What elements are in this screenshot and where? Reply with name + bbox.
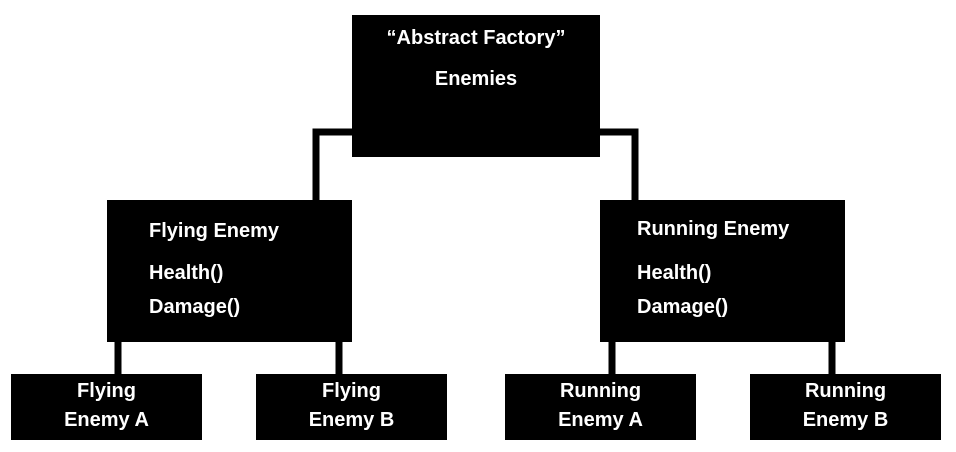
running-enemy-health-method: Health() <box>637 262 712 284</box>
leaf-label-line1: Flying <box>77 380 136 402</box>
flying-enemy-health-method: Health() <box>149 262 224 284</box>
leaf-label-line1: Running <box>804 380 887 402</box>
running-enemy-b-box: Running Enemy B <box>750 374 941 440</box>
connector-root-to-flying <box>312 128 352 202</box>
running-enemy-title: Running Enemy <box>637 218 790 240</box>
leaf-label-line1: Running <box>559 380 642 402</box>
leaf-label-line2: Enemy A <box>64 409 149 431</box>
leaf-label-line2: Enemy B <box>802 409 889 431</box>
flying-enemy-damage-method: Damage() <box>149 296 241 318</box>
flying-enemy-title: Flying Enemy <box>149 220 280 242</box>
leaf-label-line1: Flying <box>322 380 381 402</box>
connector-root-to-running <box>600 128 639 202</box>
running-enemy-damage-method: Damage() <box>637 296 729 318</box>
abstract-factory-title: “Abstract Factory” <box>386 27 566 49</box>
abstract-factory-subtitle: Enemies <box>434 68 518 90</box>
flying-enemy-a-box: Flying Enemy A <box>11 374 202 440</box>
abstract-factory-box: “Abstract Factory” Enemies <box>352 15 600 157</box>
leaf-label-line2: Enemy A <box>558 409 643 431</box>
flying-enemy-box: Flying Enemy Health() Damage() <box>107 200 352 342</box>
flying-enemy-b-box: Flying Enemy B <box>256 374 447 440</box>
running-enemy-box: Running Enemy Health() Damage() <box>600 200 845 342</box>
leaf-label-line2: Enemy B <box>308 409 395 431</box>
running-enemy-a-box: Running Enemy A <box>505 374 696 440</box>
